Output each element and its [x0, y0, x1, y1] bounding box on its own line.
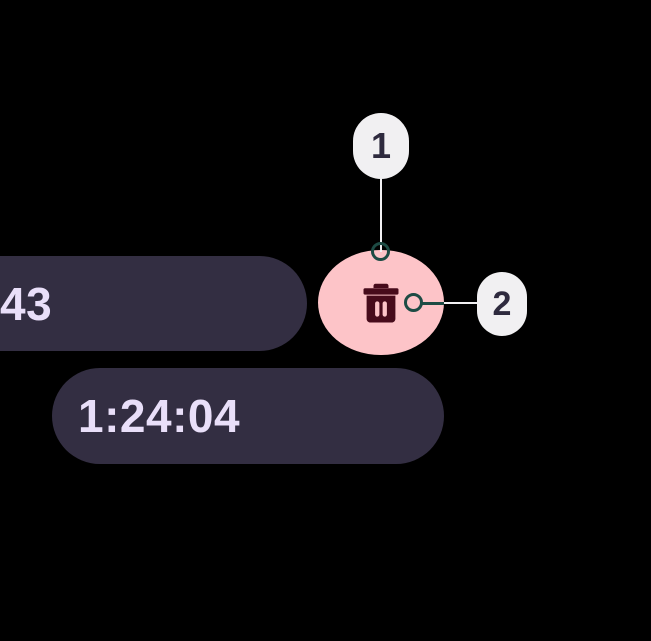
annotation-badge-1[interactable]: 1 — [353, 113, 409, 179]
annotation-anchor-1 — [371, 242, 390, 261]
duration-pill-label: 1:24:04 — [78, 390, 241, 442]
count-pill[interactable]: 43 — [0, 256, 307, 351]
annotation-connector-2 — [420, 302, 480, 304]
annotation-connector-2-inner-segment — [420, 302, 444, 305]
annotation-connector-1 — [380, 172, 382, 252]
annotation-badge-2-label: 2 — [492, 284, 512, 323]
annotation-badge-1-label: 1 — [370, 125, 392, 166]
annotation-anchor-2 — [404, 293, 423, 312]
annotation-badge-2[interactable]: 2 — [477, 272, 527, 336]
trash-icon — [362, 283, 400, 323]
duration-pill[interactable]: 1:24:04 — [52, 368, 444, 464]
count-pill-label: 43 — [0, 277, 53, 330]
